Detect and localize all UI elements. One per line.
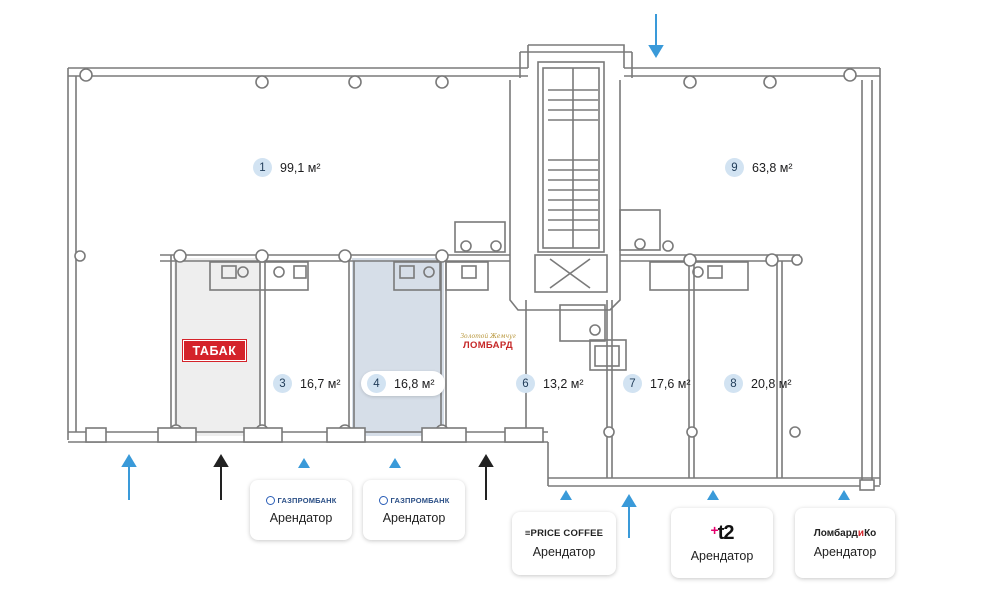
room-4-label[interactable]: 4 16,8 м² — [361, 371, 445, 396]
room-7-label: 7 17,6 м² — [623, 374, 691, 393]
room-3-label: 3 16,7 м² — [273, 374, 341, 393]
room-1-label: 1 99,1 м² — [253, 158, 321, 177]
room-6-label: 6 13,2 м² — [516, 374, 584, 393]
tenant-role: Арендатор — [813, 544, 877, 559]
t2-plus-icon: + — [710, 522, 719, 538]
tabak-sign: ТАБАК — [183, 340, 246, 361]
room-number-badge: 7 — [623, 374, 642, 393]
lombard-sign-name: ЛОМБАРД — [463, 340, 513, 351]
room-area: 17,6 м² — [650, 376, 691, 391]
entrance-arrow-up-black — [213, 454, 229, 500]
room-area: 16,7 м² — [300, 376, 341, 391]
tenant-card-gazprombank-2[interactable]: ГАЗПРОМБАНК Арендатор — [363, 480, 465, 540]
tenant-card-lombardiko[interactable]: ЛомбардиКо Арендатор — [795, 508, 895, 578]
gazprombank-logo-icon — [378, 495, 388, 505]
price-coffee-logo: ≡PRICE COFFEE — [524, 528, 604, 539]
tenant-marker-triangle — [298, 458, 850, 500]
tenant-card-gazprombank-1[interactable]: ГАЗПРОМБАНК Арендатор — [250, 480, 352, 540]
room-number-badge: 6 — [516, 374, 535, 393]
unit-4-fill[interactable] — [352, 258, 444, 436]
t2-logo: +t2 — [710, 522, 735, 544]
gazprombank-logo: ГАЗПРОМБАНК — [265, 495, 337, 505]
room-number-badge: 1 — [253, 158, 272, 177]
gazprombank-logo-icon — [265, 495, 275, 505]
lombard-sign-script: Золотой Жемчуг — [460, 333, 516, 340]
gazprombank-logo: ГАЗПРОМБАНК — [378, 495, 450, 505]
lombard-sign: Золотой Жемчуг ЛОМБАРД — [455, 333, 521, 351]
tenant-card-price-coffee[interactable]: ≡PRICE COFFEE Арендатор — [512, 512, 616, 575]
room-number-badge: 4 — [367, 374, 386, 393]
room-number-badge: 8 — [724, 374, 743, 393]
room-area: 20,8 м² — [751, 376, 792, 391]
room-number-badge: 3 — [273, 374, 292, 393]
room-area: 16,8 м² — [394, 376, 435, 391]
room-area: 13,2 м² — [543, 376, 584, 391]
room-area: 63,8 м² — [752, 160, 793, 175]
tenant-role: Арендатор — [532, 545, 596, 559]
lombardiko-logo: ЛомбардиКо — [813, 527, 877, 539]
room-number-badge: 9 — [725, 158, 744, 177]
room-8-label: 8 20,8 м² — [724, 374, 792, 393]
room-area: 99,1 м² — [280, 160, 321, 175]
entrance-arrow-up-black — [478, 454, 494, 500]
tenant-role: Арендатор — [269, 510, 333, 525]
entrance-arrow-down-blue — [648, 14, 664, 58]
tenant-role: Арендатор — [382, 510, 446, 525]
room-9-label: 9 63,8 м² — [725, 158, 793, 177]
tenant-card-t2[interactable]: +t2 Арендатор — [671, 508, 773, 578]
entrance-arrow-up-blue — [121, 454, 137, 500]
entrance-arrow-up-blue — [621, 494, 637, 538]
tenant-role: Арендатор — [690, 549, 754, 563]
